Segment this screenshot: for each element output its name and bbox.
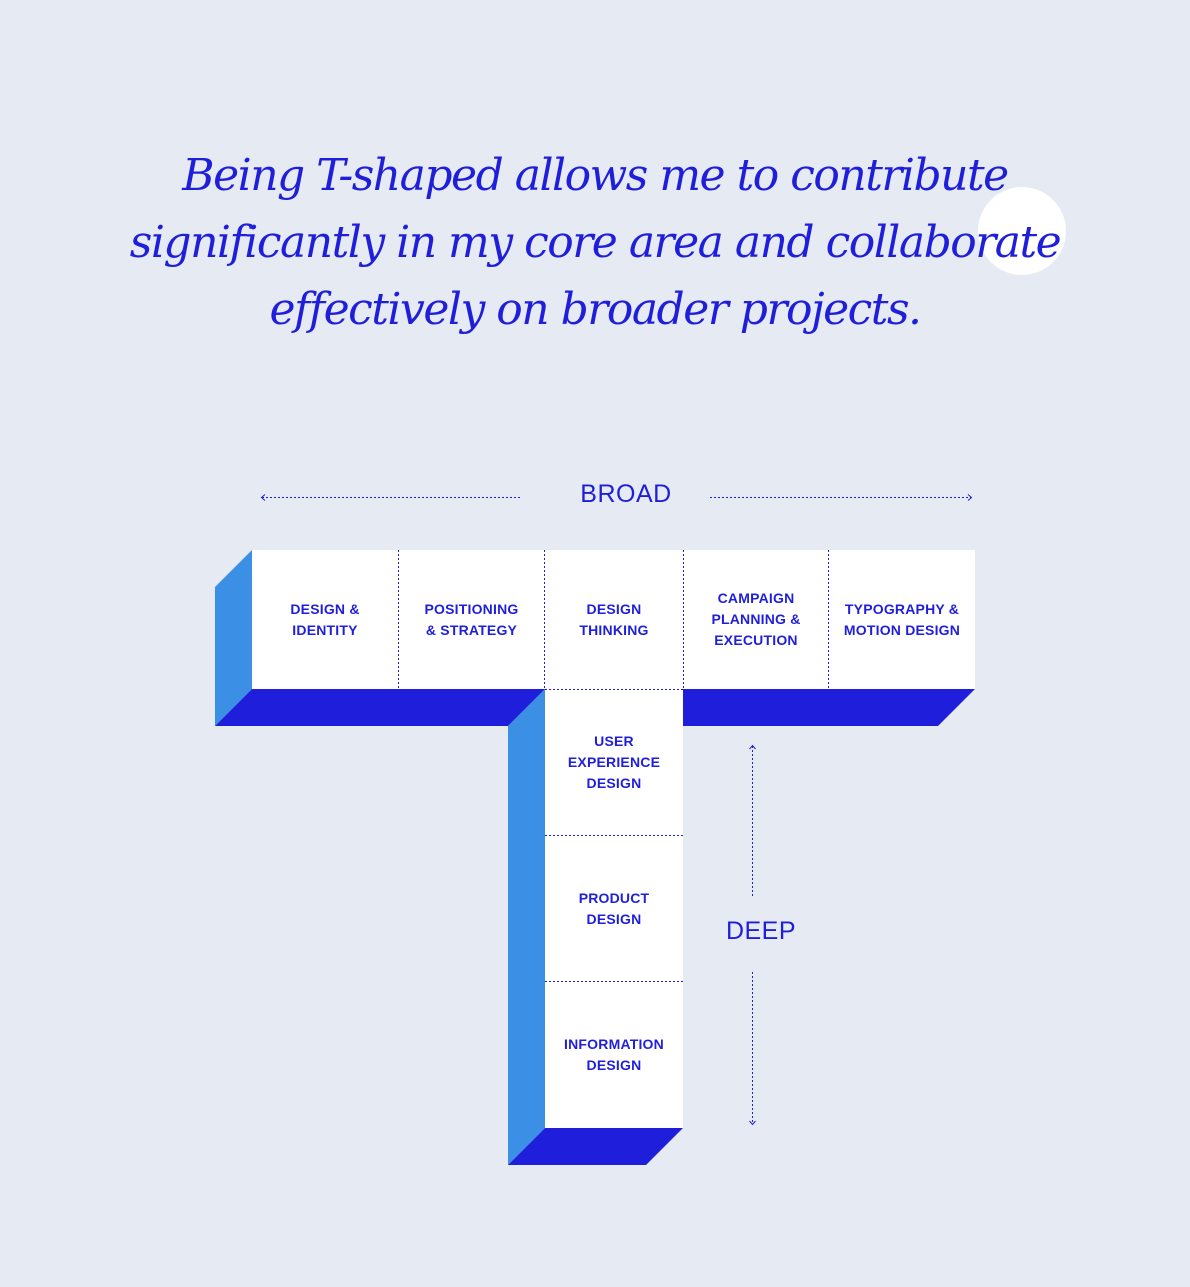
- stem-card: [545, 689, 683, 1128]
- skill-information-design: INFORMATION DESIGN: [564, 1036, 664, 1073]
- top-bar-right-bottom-face: [683, 689, 975, 726]
- skill-design-thinking: DESIGN THINKING: [579, 600, 649, 638]
- skill-typography-motion: TYPOGRAPHY & MOTION DESIGN: [843, 600, 961, 638]
- skill-user-experience: USER EXPERIENCE DESIGN: [567, 733, 661, 791]
- skill-campaign-planning: CAMPAIGN PLANNING & EXECUTION: [711, 590, 801, 648]
- deep-arrow-down: [749, 972, 756, 1126]
- skill-product-design: PRODUCT DESIGN: [578, 889, 650, 927]
- top-bar-side-face: [215, 550, 252, 726]
- broad-arrow-left: [260, 494, 522, 501]
- top-bar-card: [252, 550, 975, 689]
- deep-label: DEEP: [725, 917, 797, 945]
- broad-arrow-right: [710, 494, 973, 501]
- deep-arrow-up: [749, 744, 756, 898]
- stem-side-face: [508, 689, 545, 1165]
- decorative-circle: [978, 187, 1066, 275]
- top-bar-bottom-face: [215, 689, 545, 726]
- stem-bottom-face: [508, 1128, 683, 1165]
- broad-label: BROAD: [580, 480, 672, 508]
- skill-positioning-strategy: POSITIONING & STRATEGY: [424, 600, 519, 638]
- skill-design-identity: DESIGN & IDENTITY: [290, 600, 360, 638]
- headline: Being T-shaped allows me to contribute s…: [129, 150, 1062, 335]
